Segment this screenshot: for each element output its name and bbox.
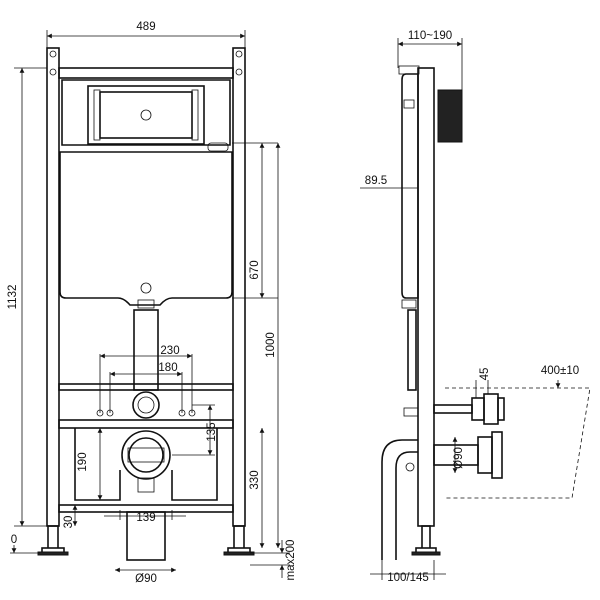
dim-outlet-spacing: 139: [136, 512, 155, 524]
dim-inlet-height: 135: [206, 422, 218, 441]
outlet-ring: [121, 430, 171, 480]
front-view: 489 1132 670 1000 230 180 135 190: [7, 21, 297, 585]
outlet-pipe: [126, 511, 166, 561]
dim-side-outlet-diameter: Ø90: [453, 447, 465, 469]
flush-pipe: [133, 309, 159, 391]
dim-frame-depth: 89.5: [365, 175, 387, 187]
dim-floor-zero: 0: [11, 534, 17, 546]
pan-outline: [445, 387, 591, 499]
top-crossbar: [58, 67, 234, 79]
lower-crossbar: [58, 419, 234, 429]
dim-cistern-height: 670: [249, 260, 261, 279]
dim-foot-extension: max200: [285, 540, 297, 581]
dim-fixing-outer: 230: [160, 345, 179, 357]
side-cistern: [401, 73, 419, 299]
dim-outlet-height: 330: [249, 470, 261, 489]
bottom-crossbar: [58, 504, 234, 513]
flush-plate-hole: [140, 109, 152, 121]
side-view: 110~190 89.5 45 400±10 Ø90 100/145: [360, 30, 591, 584]
dim-fixing-inner: 180: [158, 362, 177, 374]
right-upright: [232, 47, 246, 527]
dim-plate-depth: 110~190: [408, 30, 452, 42]
side-upright: [417, 67, 435, 527]
dim-base-depth: 100/145: [387, 572, 429, 584]
dim-to-top: 1000: [265, 332, 277, 358]
left-upright: [46, 47, 60, 527]
dim-width-total: 489: [136, 21, 155, 33]
dim-pan-length: 400±10: [541, 365, 579, 377]
cistern: [59, 151, 233, 306]
inlet-ring: [132, 391, 160, 419]
dim-bracket-height: 190: [77, 452, 89, 471]
dim-inlet-offset: 45: [479, 368, 491, 381]
flush-plate: [99, 91, 193, 139]
middle-crossbar: [58, 383, 234, 391]
flush-plate-frame: [87, 85, 205, 145]
dim-foot-height: 30: [63, 516, 75, 529]
dim-outlet-diameter: Ø90: [135, 573, 157, 585]
cistern-top: [61, 79, 231, 146]
side-flush-plate: [437, 89, 463, 143]
dim-height-total: 1132: [7, 285, 19, 310]
side-elbow-pipe: [381, 439, 418, 560]
